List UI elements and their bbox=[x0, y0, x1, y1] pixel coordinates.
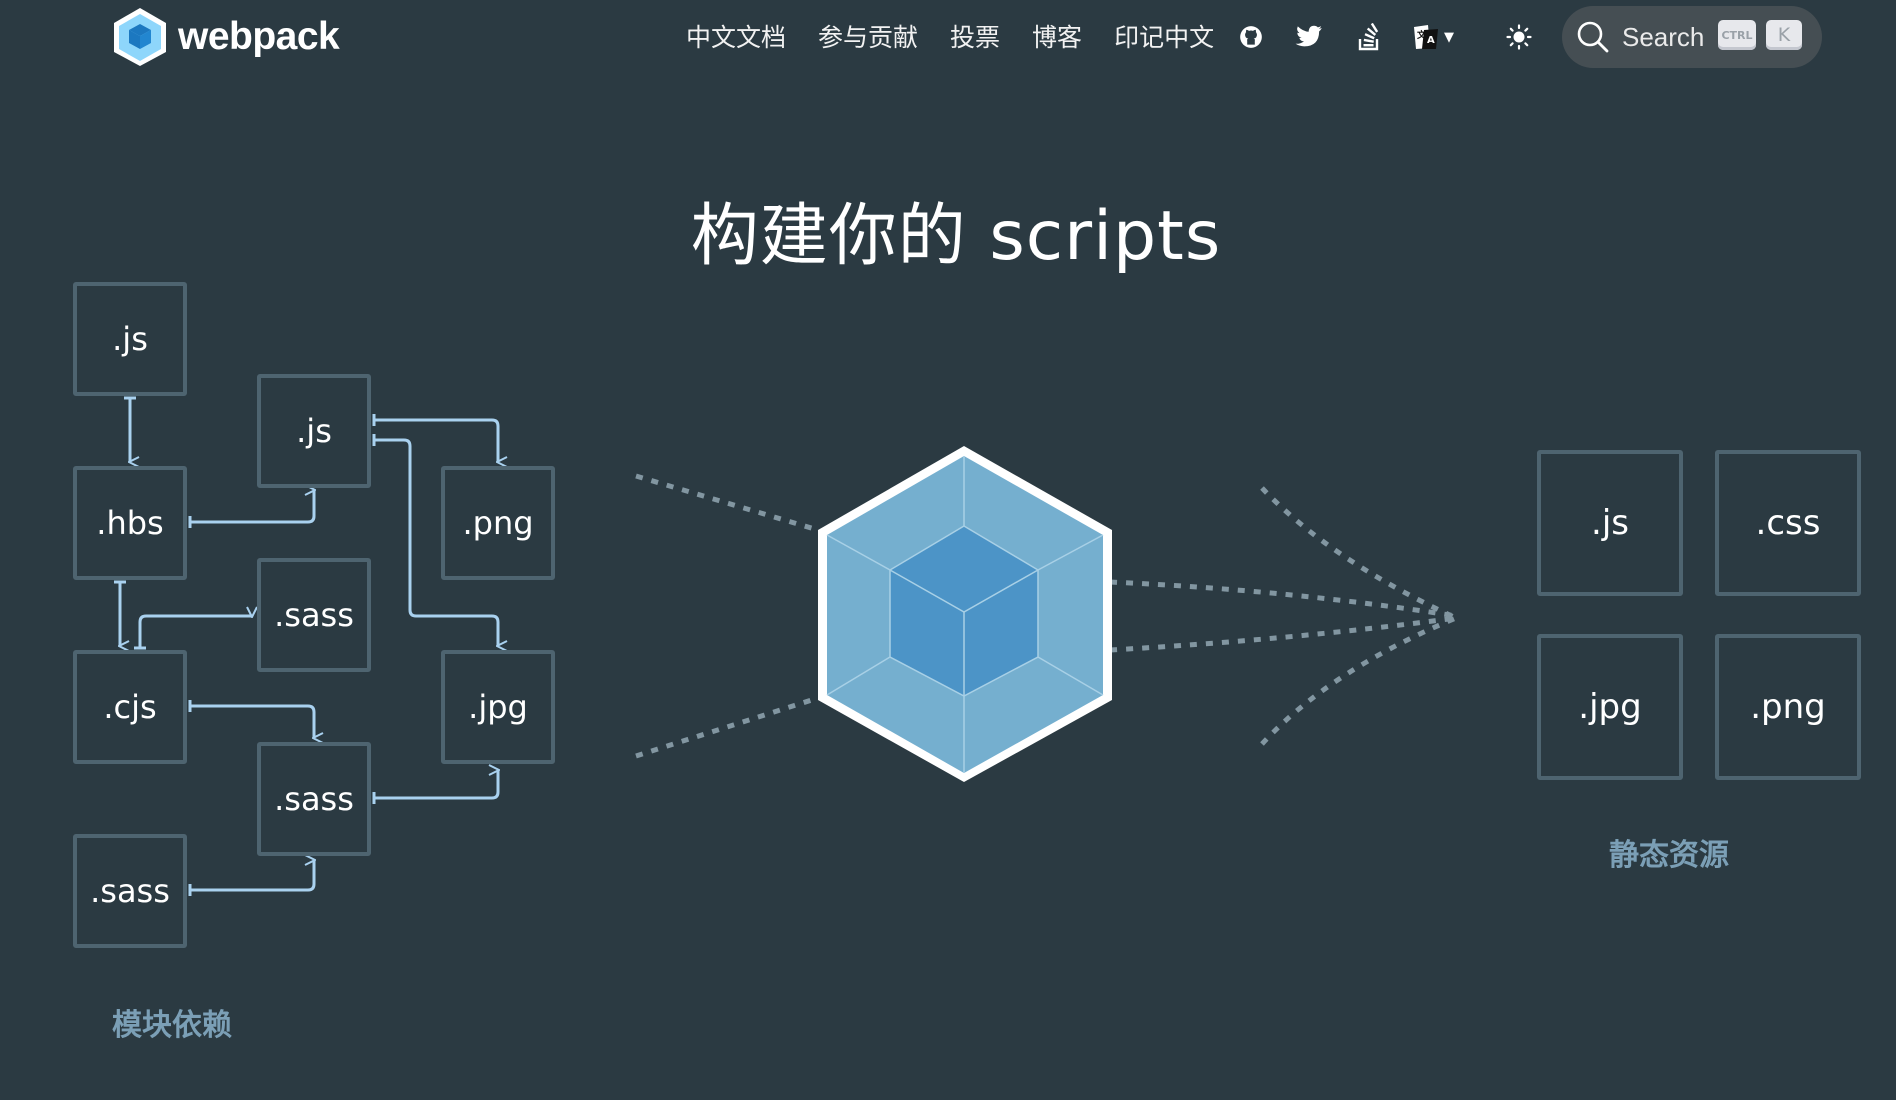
arrow-hbs-to-js bbox=[190, 490, 314, 524]
svg-text:A: A bbox=[1427, 35, 1435, 46]
github-link[interactable] bbox=[1234, 20, 1268, 54]
stack-overflow-link[interactable] bbox=[1352, 20, 1386, 54]
asset-file-jpg: .jpg bbox=[1537, 634, 1683, 780]
shortcut-ctrl-key: CTRL bbox=[1718, 20, 1756, 50]
arrow-js-to-jpg bbox=[374, 438, 498, 646]
module-file-js: .js bbox=[257, 374, 371, 488]
top-navigation-bar: webpack 中文文档 参与贡献 投票 博客 印记中文 bbox=[0, 0, 1896, 76]
github-icon bbox=[1240, 26, 1262, 48]
search-button[interactable]: Search CTRL K bbox=[1562, 6, 1822, 68]
webpack-cube-icon bbox=[818, 446, 1112, 782]
module-file-sass: .sass bbox=[73, 834, 187, 948]
hero-title: 构建你的 scripts bbox=[690, 197, 1222, 276]
module-file-hbs: .hbs bbox=[73, 466, 187, 580]
twitter-link[interactable] bbox=[1292, 20, 1326, 54]
theme-toggle-button[interactable] bbox=[1502, 20, 1536, 54]
arrow-js-to-png bbox=[374, 418, 498, 462]
search-icon bbox=[1577, 21, 1609, 53]
arrow-cjs-to-sass bbox=[138, 616, 252, 648]
nav-link-docschina[interactable]: 印记中文 bbox=[1114, 23, 1215, 52]
module-file-jpg: .jpg bbox=[441, 650, 555, 764]
stack-overflow-icon bbox=[1358, 23, 1379, 51]
module-file-png: .png bbox=[441, 466, 555, 580]
asset-file-png: .png bbox=[1715, 634, 1861, 780]
module-file-js: .js bbox=[73, 282, 187, 396]
module-file-cjs: .cjs bbox=[73, 650, 187, 764]
brand-name: webpack bbox=[178, 15, 340, 58]
asset-file-js: .js bbox=[1537, 450, 1683, 596]
language-switcher[interactable]: 文 A ▼ bbox=[1412, 20, 1468, 54]
webpack-logo-icon bbox=[114, 8, 166, 66]
module-file-sass: .sass bbox=[257, 742, 371, 856]
arrow-sass-to-sass bbox=[190, 860, 314, 892]
brand-logo-link[interactable]: webpack bbox=[110, 4, 340, 70]
main-nav: 中文文档 参与贡献 投票 博客 印记中文 bbox=[686, 14, 1246, 58]
nav-link-blog[interactable]: 博客 bbox=[1032, 23, 1083, 52]
dependency-arrows bbox=[114, 396, 498, 896]
assets-caption: 静态资源 bbox=[1609, 838, 1729, 873]
svg-text:文: 文 bbox=[1416, 29, 1427, 41]
modules-caption: 模块依赖 bbox=[112, 1008, 232, 1043]
nav-link-vote[interactable]: 投票 bbox=[950, 23, 1001, 52]
search-placeholder: Search bbox=[1622, 21, 1705, 52]
asset-file-css: .css bbox=[1715, 450, 1861, 596]
arrow-cjs-to-sass-lower bbox=[190, 704, 314, 738]
arrow-sass-to-jpg bbox=[374, 770, 498, 800]
flow-lines bbox=[635, 473, 1458, 759]
chevron-down-icon: ▼ bbox=[1444, 29, 1454, 45]
shortcut-k-key: K bbox=[1766, 20, 1802, 50]
sun-icon bbox=[1506, 24, 1532, 50]
nav-link-docs[interactable]: 中文文档 bbox=[686, 23, 787, 52]
twitter-icon bbox=[1295, 25, 1322, 47]
nav-link-contribute[interactable]: 参与贡献 bbox=[818, 23, 919, 52]
language-icon: 文 A bbox=[1414, 25, 1438, 49]
module-file-sass: .sass bbox=[257, 558, 371, 672]
